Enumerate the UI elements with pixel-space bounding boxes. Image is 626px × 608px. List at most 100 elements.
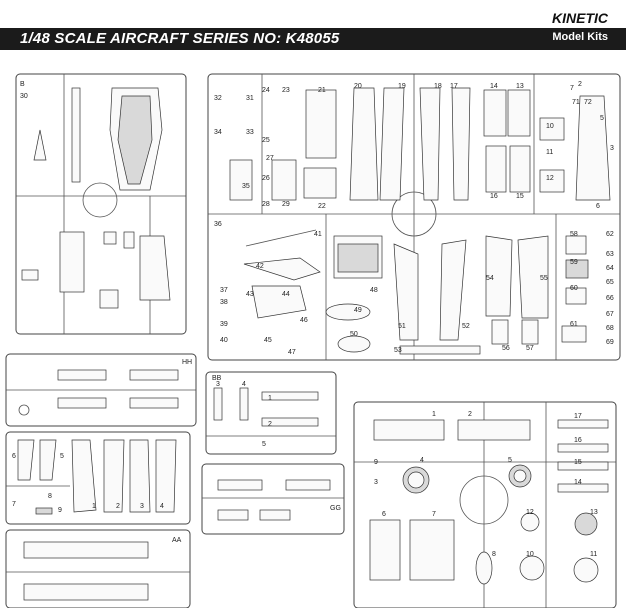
part-number: 45 <box>264 337 272 344</box>
part-number: 1 <box>92 503 96 510</box>
part-number: 60 <box>570 285 578 292</box>
part-number: 5 <box>60 453 64 460</box>
part-number: 11 <box>590 551 597 558</box>
part-number: 15 <box>516 193 524 200</box>
sprue-hh: HH <box>5 353 197 427</box>
part-number: 24 <box>262 87 270 94</box>
part-number: 2 <box>468 411 472 418</box>
part-number: 56 <box>502 345 510 352</box>
part-number: 65 <box>606 279 614 286</box>
part-number: 30 <box>20 93 28 100</box>
part-number: 8 <box>48 493 52 500</box>
part-number: 57 <box>526 345 534 352</box>
part-number: 62 <box>606 231 614 238</box>
part-number: 43 <box>246 291 254 298</box>
part-number: 35 <box>242 183 250 190</box>
part-number: 71 <box>572 99 580 106</box>
brand-name: KINETIC <box>552 10 608 26</box>
part-number: 16 <box>490 193 498 200</box>
part-number: 46 <box>300 317 308 324</box>
part-number: 42 <box>256 263 264 270</box>
part-number: 12 <box>526 509 534 516</box>
part-number: 51 <box>398 323 406 330</box>
part-number: 2 <box>268 421 272 428</box>
part-number: 20 <box>354 83 362 90</box>
part-number: 23 <box>282 87 290 94</box>
part-number: 68 <box>606 325 614 332</box>
part-number: 4 <box>242 381 246 388</box>
part-number: 36 <box>214 221 222 228</box>
part-number: 5 <box>508 457 512 464</box>
part-number: 31 <box>246 95 254 102</box>
part-number: 52 <box>462 323 470 330</box>
brand-subtitle: Model Kits <box>552 31 608 43</box>
part-number: 4 <box>420 457 424 464</box>
part-number: 33 <box>246 129 254 136</box>
part-number: 18 <box>434 83 442 90</box>
part-number: 25 <box>262 137 270 144</box>
sprue-aa-letter: AA <box>172 537 182 544</box>
part-number: 28 <box>262 201 270 208</box>
kinetic-logo: KINETIC Model Kits <box>518 10 608 50</box>
sprue-gg-letter: GG <box>330 505 341 512</box>
sprue-ff: 6 5 7 8 9 1 2 3 4 <box>5 431 191 525</box>
part-number: 29 <box>282 201 290 208</box>
part-number: 7 <box>432 511 436 518</box>
part-number: 53 <box>394 347 402 354</box>
part-number: 66 <box>606 295 614 302</box>
part-number: 50 <box>350 331 358 338</box>
part-number: 21 <box>318 87 326 94</box>
part-number: 48 <box>370 287 378 294</box>
sprue-b-letter: B <box>20 81 25 88</box>
part-number: 39 <box>220 321 228 328</box>
part-number: 10 <box>546 123 554 130</box>
part-number: 6 <box>596 203 600 210</box>
part-number: 37 <box>220 287 228 294</box>
part-number: 3 <box>216 381 220 388</box>
part-number: 22 <box>318 203 326 210</box>
part-number: 3 <box>140 503 144 510</box>
part-number: 13 <box>590 509 598 516</box>
part-number: 16 <box>574 437 582 444</box>
sprue-hh-letter: HH <box>182 359 192 366</box>
part-number: 44 <box>282 291 290 298</box>
sprue-c: 1 2 9 3 4 5 6 7 8 10 11 12 13 14 15 16 1… <box>353 401 617 608</box>
part-number: 14 <box>574 479 582 486</box>
part-number: 13 <box>516 83 524 90</box>
part-number: 5 <box>600 115 604 122</box>
part-number: 6 <box>382 511 386 518</box>
header-bar: 1/48 SCALE AIRCRAFT SERIES NO: K48055 <box>0 28 626 50</box>
part-number: 11 <box>546 149 553 156</box>
part-number: 17 <box>450 83 458 90</box>
part-number: 41 <box>314 231 322 238</box>
part-number: 15 <box>574 459 582 466</box>
part-number: 3 <box>610 145 614 152</box>
part-number: 2 <box>578 81 582 88</box>
part-number: 59 <box>570 259 578 266</box>
part-number: 40 <box>220 337 228 344</box>
part-number: 69 <box>606 339 614 346</box>
part-number: 38 <box>220 299 228 306</box>
part-number: 26 <box>262 175 270 182</box>
sprue-a: 32 31 34 33 24 23 25 27 26 28 29 35 36 2… <box>207 73 621 361</box>
part-number: 9 <box>58 507 62 514</box>
part-number: 7 <box>12 501 16 508</box>
part-number: 34 <box>214 129 222 136</box>
part-number: 9 <box>374 459 378 466</box>
part-number: 61 <box>570 321 578 328</box>
part-number: 17 <box>574 413 582 420</box>
part-number: 32 <box>214 95 222 102</box>
part-number: 58 <box>570 231 578 238</box>
part-number: 27 <box>266 155 274 162</box>
part-number: 49 <box>354 307 362 314</box>
sprue-aa: AA <box>5 529 191 608</box>
sprue-bb-letter: BB <box>212 375 222 382</box>
part-number: 10 <box>526 551 534 558</box>
part-number: 72 <box>584 99 592 106</box>
part-number: 1 <box>432 411 436 418</box>
part-number: 47 <box>288 349 296 356</box>
sprue-bb: BB 3 4 1 2 5 <box>205 371 337 455</box>
part-number: 55 <box>540 275 548 282</box>
part-number: 19 <box>398 83 406 90</box>
page-title: 1/48 SCALE AIRCRAFT SERIES NO: K48055 <box>20 30 340 47</box>
